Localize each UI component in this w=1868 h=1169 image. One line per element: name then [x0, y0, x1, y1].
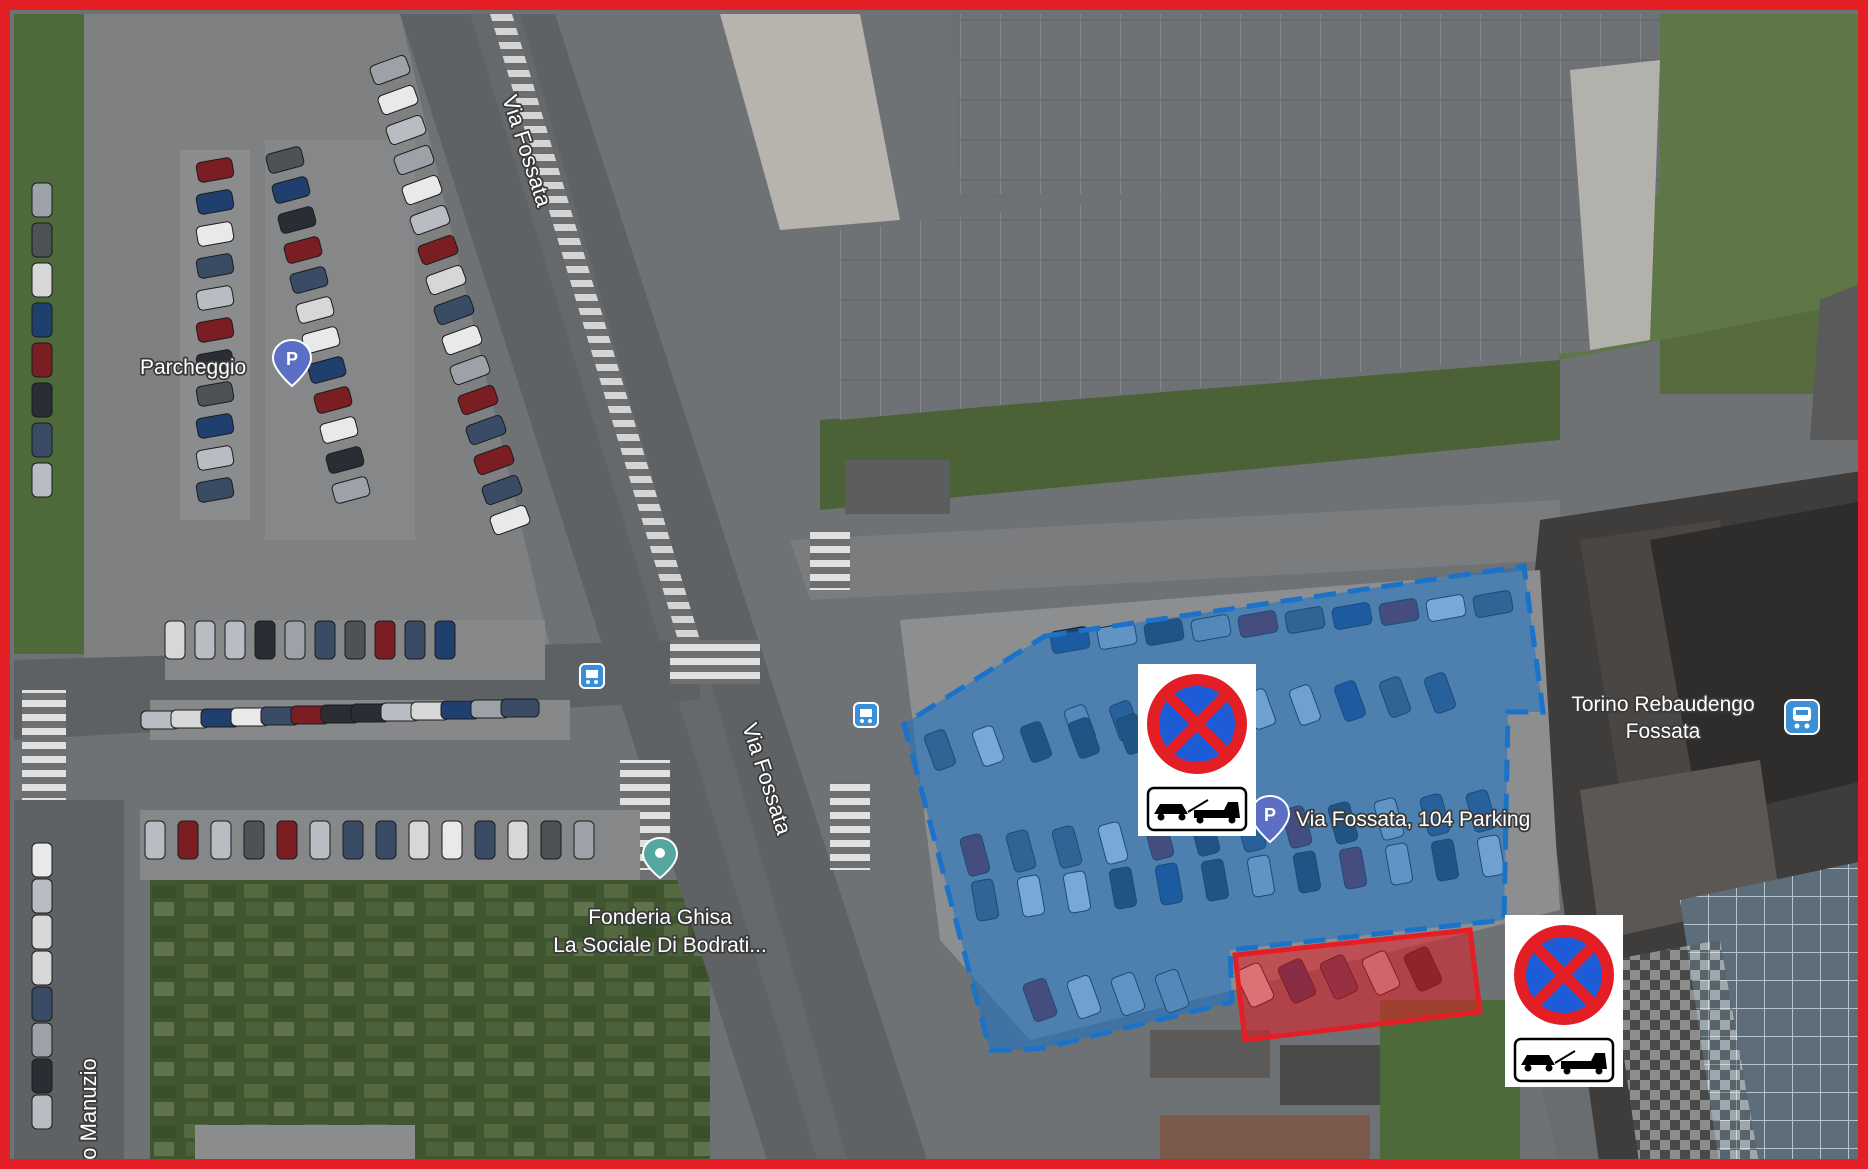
bus-stop-icon[interactable] — [579, 663, 605, 689]
tow-truck-icon — [1513, 1037, 1615, 1083]
restricted-parking-zone — [1232, 927, 1483, 1043]
no-stopping-sign-icon-2 — [1505, 915, 1623, 1087]
place-label-fonderia-line1: Fonderia Ghisa — [588, 906, 732, 929]
parking-pin-icon-2[interactable]: P — [1249, 794, 1291, 844]
place-label-torino-rebaudengo-line2: Fossata — [1626, 720, 1701, 743]
svg-text:P: P — [286, 349, 298, 369]
svg-text:P: P — [1264, 805, 1276, 825]
place-pin-icon[interactable] — [641, 836, 679, 880]
road-label-via-manuzio: do Manuzio — [76, 1058, 101, 1169]
place-label-fonderia-line2: La Sociale Di Bodrati... — [553, 934, 767, 957]
place-label-torino-rebaudengo-line1: Torino Rebaudengo — [1571, 693, 1754, 716]
no-stopping-sign-icon — [1138, 664, 1256, 836]
bus-stop-icon-2[interactable] — [853, 702, 879, 728]
place-label-via-fossata-parking: Via Fossata, 104 Parking — [1296, 808, 1530, 831]
tow-truck-icon — [1146, 786, 1248, 832]
parking-pin-icon[interactable]: P — [271, 338, 313, 388]
train-station-icon[interactable] — [1784, 699, 1820, 735]
place-label-parcheggio: Parcheggio — [140, 356, 246, 379]
